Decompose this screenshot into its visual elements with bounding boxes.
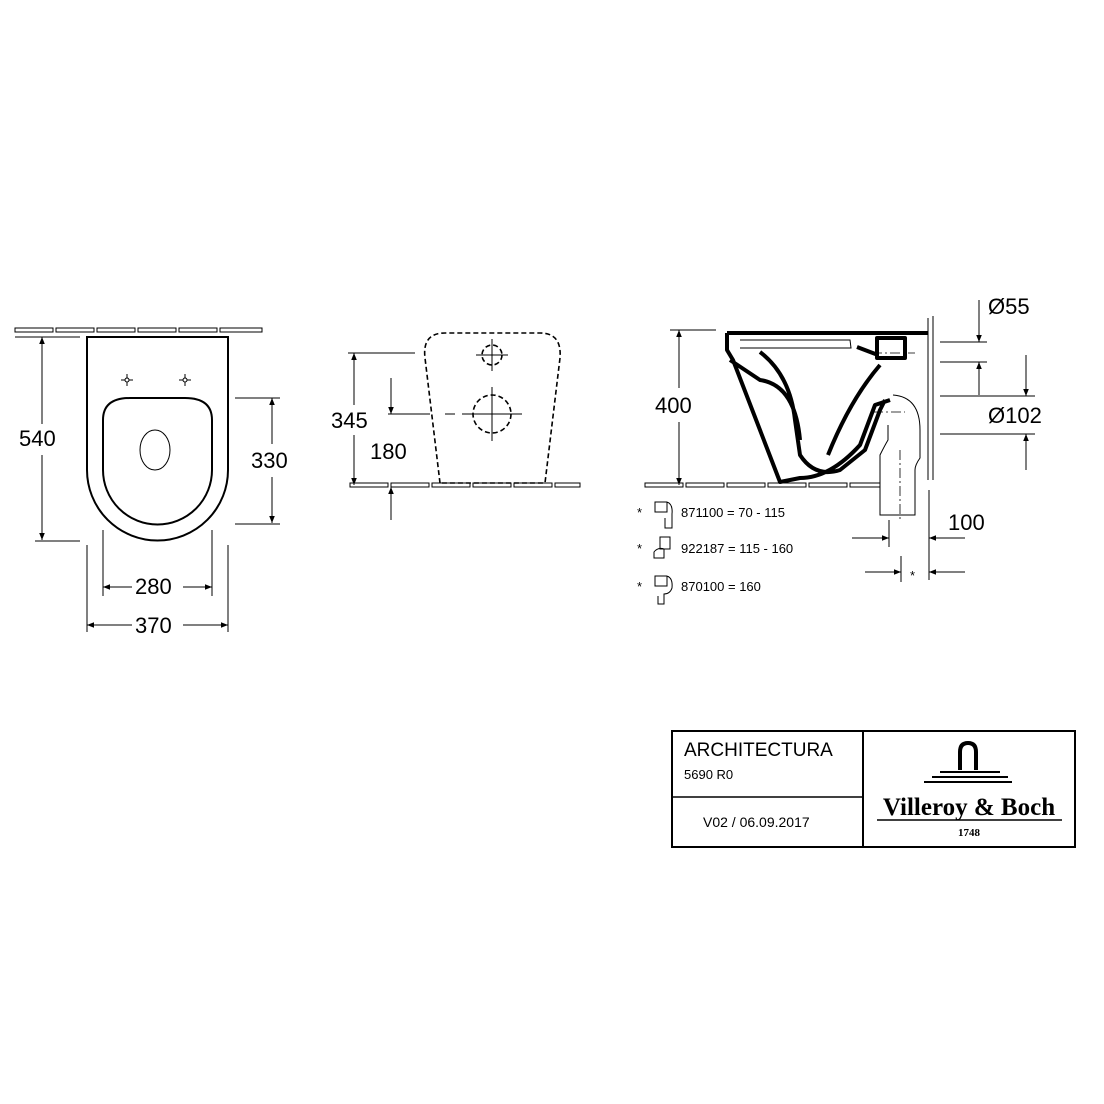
- bowl-outline-hidden: [423, 332, 561, 484]
- dim-star: *: [910, 568, 915, 583]
- dim-seat-length: 330: [251, 448, 288, 473]
- dim-offset: 100: [948, 510, 985, 535]
- dim-lower: 180: [370, 439, 407, 464]
- bowl-section: [725, 331, 928, 484]
- brand-year: 1748: [958, 827, 981, 839]
- title-block: ARCHITECTURA 5690 R0 V02 / 06.09.2017 Vi…: [671, 730, 1076, 848]
- side-view: 400 Ø55 Ø102 100 * * 871100 = 70 - 115 *…: [637, 294, 1042, 605]
- wall: [927, 316, 934, 480]
- bowl-outline: [86, 336, 229, 542]
- connector-label: 870100 = 160: [681, 579, 761, 594]
- bowl-opening: [139, 429, 171, 471]
- rim: [740, 339, 852, 349]
- dim-seat-width: 280: [135, 574, 172, 599]
- connector-list: * 871100 = 70 - 115 * 922187 = 115 - 160…: [637, 501, 793, 605]
- hinge-marks: [121, 374, 191, 386]
- dim-inlet: Ø55: [988, 294, 1030, 319]
- dim-width: 370: [135, 613, 172, 638]
- dim-upper: 345: [331, 408, 368, 433]
- floor-line: [644, 482, 881, 488]
- connector-mark: *: [637, 579, 642, 594]
- connector-mark: *: [637, 505, 642, 520]
- brand-name: Villeroy & Boch: [883, 794, 1055, 821]
- connector-icon: [653, 536, 671, 559]
- outlet-crosshair: [445, 387, 522, 441]
- outlet-bend: [879, 394, 921, 516]
- brand-logo-icon: [924, 740, 1012, 783]
- top-view: 540 330 280 370: [14, 327, 288, 638]
- connector-label: 922187 = 115 - 160: [681, 541, 793, 556]
- version-date: V02 / 06.09.2017: [703, 814, 810, 830]
- dim-length: 540: [19, 426, 56, 451]
- front-view: 345 180: [331, 332, 581, 520]
- dim-outlet: Ø102: [988, 403, 1042, 428]
- product-code: 5690 R0: [684, 767, 733, 782]
- floor-line: [349, 482, 581, 488]
- wall-line: [14, 327, 263, 333]
- dim-height: 400: [655, 393, 692, 418]
- connector-mark: *: [637, 541, 642, 556]
- product-name: ARCHITECTURA: [684, 740, 833, 761]
- connector-label: 871100 = 70 - 115: [681, 505, 785, 520]
- connector-icon: [654, 575, 673, 605]
- inlet-crosshair: [476, 339, 508, 371]
- seat-outline: [102, 397, 213, 526]
- connector-icon: [654, 501, 673, 529]
